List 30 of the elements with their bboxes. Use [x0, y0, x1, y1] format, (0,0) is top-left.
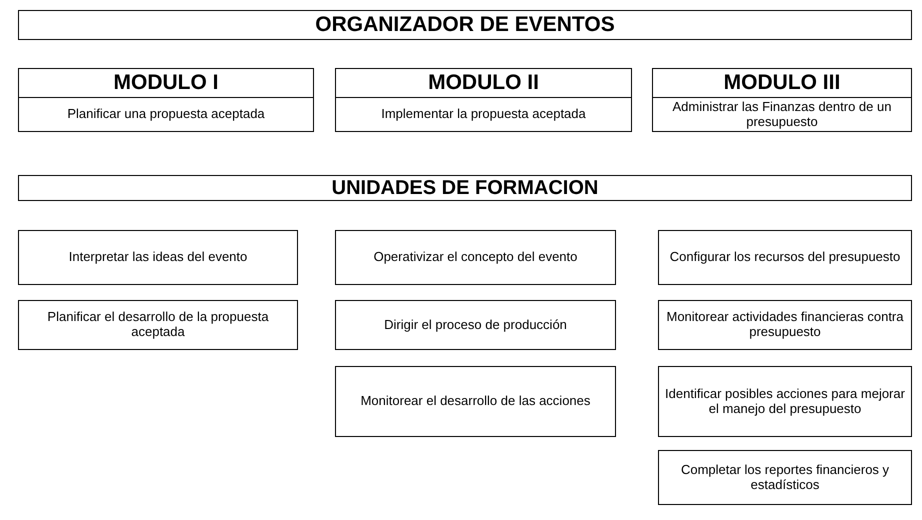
module-heading: MODULO III [653, 69, 911, 98]
description-text: Dirigir el proceso de producción [383, 316, 568, 334]
description-text: Planificar el desarrollo de la propuesta aceptada [46, 308, 270, 341]
unit-box [658, 300, 912, 350]
section-header-box [18, 175, 912, 201]
description-text: Monitorear actividades financieras contra presupuesto [665, 308, 904, 341]
module-heading: MODULO II [336, 69, 631, 98]
description-text: Planificar una propuesta aceptada [66, 105, 266, 124]
unit-box [18, 230, 298, 285]
unit-box [335, 300, 616, 350]
module-box [335, 68, 632, 132]
unit-box [658, 366, 912, 437]
unit-box [658, 450, 912, 505]
description-text: Identificar posibles acciones para mejorar el manejo del presupuesto [664, 384, 906, 418]
title-banner: ORGANIZADOR DE EVENTOS [18, 10, 912, 40]
module-heading: MODULO I [19, 69, 313, 98]
section-heading: UNIDADES DE FORMACION [330, 176, 600, 200]
module-box [652, 68, 912, 132]
unit-box [335, 230, 616, 285]
description-text: Interpretar las ideas del evento [68, 248, 248, 266]
unit-box [18, 300, 298, 350]
description-text: Completar los reportes financieros y estadísticos [680, 460, 890, 494]
module-box [18, 68, 314, 132]
description-text: Implementar la propuesta aceptada [380, 105, 587, 124]
description-text: Administrar las Finanzas dentro de un presupuesto [672, 98, 892, 131]
unit-box [335, 366, 616, 437]
description-text: Monitorear el desarrollo de las acciones [360, 392, 592, 410]
unit-box [658, 230, 912, 285]
description-text: Operativizar el concepto del evento [372, 248, 578, 266]
description-text: Configurar los recursos del presupuesto [668, 248, 902, 266]
